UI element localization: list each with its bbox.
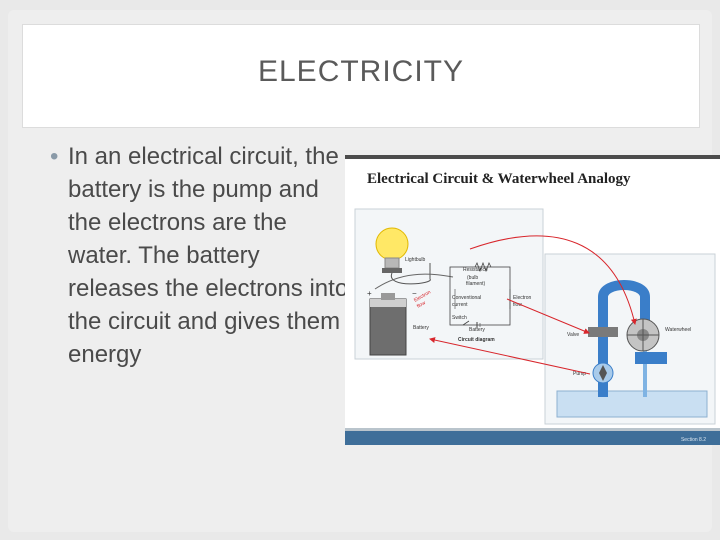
- lightbulb-icon: [375, 227, 409, 273]
- switch-symbol: [462, 320, 470, 326]
- figure-title: Electrical Circuit & Waterwheel Analogy: [367, 171, 631, 187]
- circuit-diagram-label: Circuit diagram: [458, 337, 495, 343]
- valve-icon: [588, 327, 618, 337]
- bullet-glyph: •: [50, 143, 59, 170]
- analogy-arrow-battery: [429, 337, 591, 375]
- water-pipe: [598, 280, 650, 397]
- electron-flow-label-2: flow: [513, 302, 522, 308]
- current-label: current: [452, 302, 468, 308]
- analogy-arrow-resistance: [469, 235, 637, 325]
- bullet-text-block: • In an electrical circuit, the battery i…: [50, 140, 350, 371]
- pump-icon: [592, 362, 614, 384]
- figure-strip: [345, 428, 720, 431]
- slide-title: ELECTRICITY: [257, 55, 465, 88]
- pump-label: Pump: [573, 371, 586, 377]
- valve-label: Valve: [567, 332, 579, 338]
- analogy-arrow-switch: [506, 298, 590, 334]
- battery-icon: [369, 293, 407, 356]
- waterwheel-icon: [626, 318, 660, 352]
- switch-label: Switch: [452, 315, 467, 321]
- water-trough: [635, 352, 667, 364]
- plus-sign: +: [367, 289, 372, 298]
- wire: [391, 263, 431, 285]
- battery-label: Battery: [413, 325, 429, 331]
- waterwheel-label: Waterwheel: [665, 327, 691, 333]
- electron-flow-label: Electron: [513, 295, 532, 301]
- resistance-label: Resistance: [463, 267, 488, 273]
- bullet-text: In an electrical circuit, the battery is…: [68, 143, 349, 368]
- analogy-diagram: + − Electron flow Lightbulb Battery Resi…: [354, 208, 716, 425]
- filament-label: filament): [466, 281, 486, 287]
- resistor-symbol: [474, 261, 492, 273]
- electron-flow-curve-label-2: flow: [416, 300, 427, 310]
- small-battery-label: Battery: [469, 327, 485, 333]
- lightbulb-label: Lightbulb: [405, 257, 426, 263]
- figure-footer-text: Section 8.2: [680, 437, 706, 443]
- water-tank: [556, 390, 708, 418]
- analogy-figure: Electrical Circuit & Waterwheel Analogy …: [345, 155, 720, 445]
- title-box: ELECTRICITY: [22, 24, 700, 128]
- minus-sign: −: [412, 289, 417, 298]
- bulb-label: (bulb: [467, 275, 478, 281]
- wire-2: [374, 273, 454, 290]
- conventional-label: Conventional: [452, 295, 481, 301]
- figure-footer-bar: Section 8.2: [345, 431, 720, 445]
